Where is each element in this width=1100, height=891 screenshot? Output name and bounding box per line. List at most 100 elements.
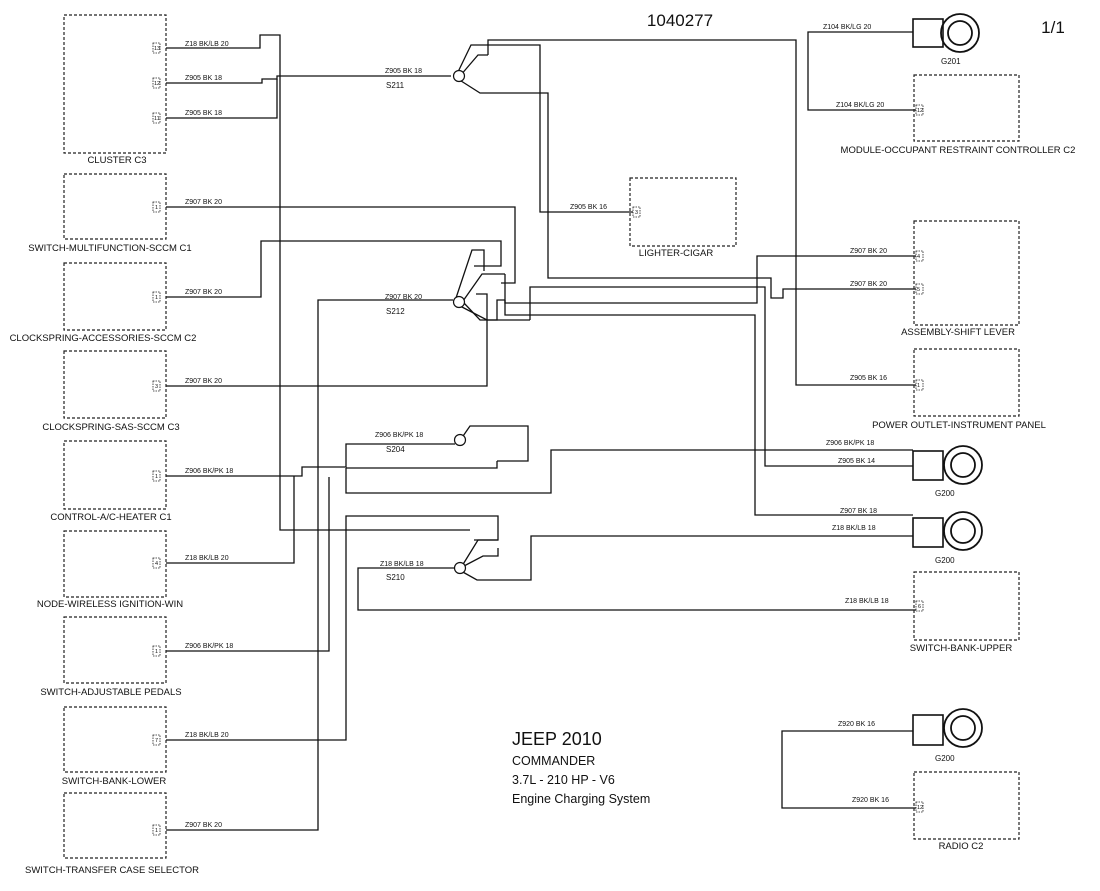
wire-s212-d [459, 305, 530, 321]
wire-label: Z907 BK 18 [840, 508, 877, 515]
wire-multifunction [166, 206, 516, 284]
component-label: MODULE-OCCUPANT RESTRAINT CONTROLLER C2 [841, 145, 1076, 156]
wire-s204-c [345, 449, 913, 494]
splice-label: S204 [386, 445, 405, 454]
splice-label: S212 [386, 307, 405, 316]
pin-label: 3 [155, 384, 158, 390]
wire-label: Z906 BK/PK 18 [826, 440, 874, 447]
component-label: CONTROL-A/C-HEATER C1 [50, 512, 171, 523]
splice-s204: S204 [386, 433, 467, 454]
wire-radio [781, 730, 921, 809]
wire-s212-g200a [529, 286, 913, 467]
wire-label: Z907 BK 20 [850, 281, 887, 288]
pin-label: 4 [917, 254, 920, 260]
ground-label: G200 [935, 754, 955, 763]
wire-label: Z18 BK/LB 18 [832, 525, 876, 532]
pin-label: 12 [917, 805, 923, 811]
component-label: CLOCKSPRING-ACCESSORIES-SCCM C2 [10, 333, 197, 344]
wire-label: Z104 BK/LG 20 [823, 24, 871, 31]
pin-label: 5 [917, 287, 920, 293]
system-name: Engine Charging System [512, 792, 650, 806]
connector-cluster-c3: 13 12 11 CLUSTER C3 [63, 14, 167, 166]
wire-label: Z907 BK 20 [850, 248, 887, 255]
splice-label: S210 [386, 573, 405, 582]
connector-clockspring-accessories: 1 CLOCKSPRING-ACCESSORIES-SCCM C2 [10, 262, 197, 344]
wire-label: Z920 BK 16 [838, 721, 875, 728]
wire-label: Z905 BK 18 [185, 110, 222, 117]
page-indicator: 1/1 [1041, 18, 1065, 37]
wire-cluster-11 [166, 79, 278, 119]
wire-label: Z18 BK/LB 20 [185, 555, 229, 562]
connector-node-wireless-ignition: 4 NODE-WIRELESS IGNITION-WIN [37, 530, 183, 610]
wire-label: Z18 BK/LB 18 [380, 561, 424, 568]
wire-label: Z905 BK 16 [570, 204, 607, 211]
splice-s210: S210 [386, 561, 467, 582]
title-block: JEEP 2010 COMMANDER 3.7L - 210 HP - V6 E… [512, 729, 650, 806]
wire-g201 [807, 31, 921, 111]
wire-s211-c [457, 78, 488, 94]
wire-s211-down [488, 92, 921, 299]
pin-label: 1 [155, 828, 158, 834]
component-label: RADIO C2 [939, 841, 984, 852]
wire-label: Z906 BK/PK 18 [185, 643, 233, 650]
component-label: SWITCH-BANK-UPPER [910, 643, 1013, 654]
wire-label: Z905 BK 18 [385, 68, 422, 75]
wire-label: Z907 BK 20 [185, 199, 222, 206]
component-label: CLOCKSPRING-SAS-SCCM C3 [42, 422, 179, 433]
wire-control-ac [166, 443, 455, 477]
connector-switch-bank-upper: 6 SWITCH-BANK-UPPER [910, 571, 1020, 654]
pin-label: 1 [155, 205, 158, 211]
ground-g200-upper: G200 [912, 445, 983, 498]
wire-label: Z907 BK 20 [185, 822, 222, 829]
connector-radio-c2: 12 RADIO C2 [913, 771, 1020, 852]
wire-s212-a [454, 249, 485, 302]
wire-label: Z18 BK/LB 18 [845, 598, 889, 605]
pin-label: 6 [918, 604, 921, 610]
wire-s212-left [166, 299, 453, 831]
engine-spec: 3.7L - 210 HP - V6 [512, 773, 615, 787]
component-label: SWITCH-BANK-LOWER [62, 776, 167, 787]
wire-label: Z907 BK 20 [385, 294, 422, 301]
wire-s211-b [459, 54, 488, 77]
wire-s211-top [487, 39, 921, 386]
wire-label: Z18 BK/LB 20 [185, 41, 229, 48]
wire-node-wireless [166, 476, 295, 564]
pin-label: 7 [155, 738, 158, 744]
splice-s211: S211 [386, 69, 466, 90]
ground-label: G200 [935, 489, 955, 498]
wire-s212-b [462, 273, 505, 302]
ground-g200-lower: G200 [912, 708, 983, 763]
wire-s211-a [456, 44, 488, 75]
wire-label: Z906 BK/PK 18 [185, 468, 233, 475]
pin-label: 1 [155, 295, 158, 301]
pin-label: 3 [635, 210, 638, 216]
wire-label: Z905 BK 16 [850, 375, 887, 382]
wire-label: Z18 BK/LB 20 [185, 732, 229, 739]
connector-control-ac-heater: 1 CONTROL-A/C-HEATER C1 [50, 440, 172, 523]
wire-s212-sh4 [504, 255, 921, 304]
wires [166, 31, 921, 831]
wire-label: Z920 BK 16 [852, 797, 889, 804]
wire-s210-c [461, 539, 498, 567]
ground-label: G201 [941, 57, 961, 66]
wire-label: Z905 BK 18 [185, 75, 222, 82]
connector-lighter-cigar: 3 LIGHTER-CIGAR [629, 177, 737, 259]
splice-s212: S212 [386, 295, 466, 316]
wire-s212-c [463, 299, 505, 321]
component-label: NODE-WIRELESS IGNITION-WIN [37, 599, 183, 610]
component-label: POWER OUTLET-INSTRUMENT PANEL [872, 420, 1046, 431]
connector-switch-multifunction: 1 SWITCH-MULTIFUNCTION-SCCM C1 [28, 173, 192, 254]
vehicle-title: JEEP 2010 [512, 729, 602, 749]
wire-label: Z905 BK 14 [838, 458, 875, 465]
wire-label: Z906 BK/PK 18 [375, 432, 423, 439]
wire-s210-b [460, 535, 913, 581]
pin-label: 12 [154, 81, 160, 87]
component-label: LIGHTER-CIGAR [639, 248, 714, 259]
wire-label: Z907 BK 20 [185, 378, 222, 385]
wire-s211-lighter [487, 44, 638, 213]
pin-label: 4 [155, 561, 158, 567]
connector-module-occupant-restraint: 12 MODULE-OCCUPANT RESTRAINT CONTROLLER … [841, 74, 1076, 156]
component-label: ASSEMBLY-SHIFT LEVER [901, 327, 1015, 338]
wire-clockspring-sas [166, 293, 488, 387]
component-label: CLUSTER C3 [87, 155, 146, 166]
